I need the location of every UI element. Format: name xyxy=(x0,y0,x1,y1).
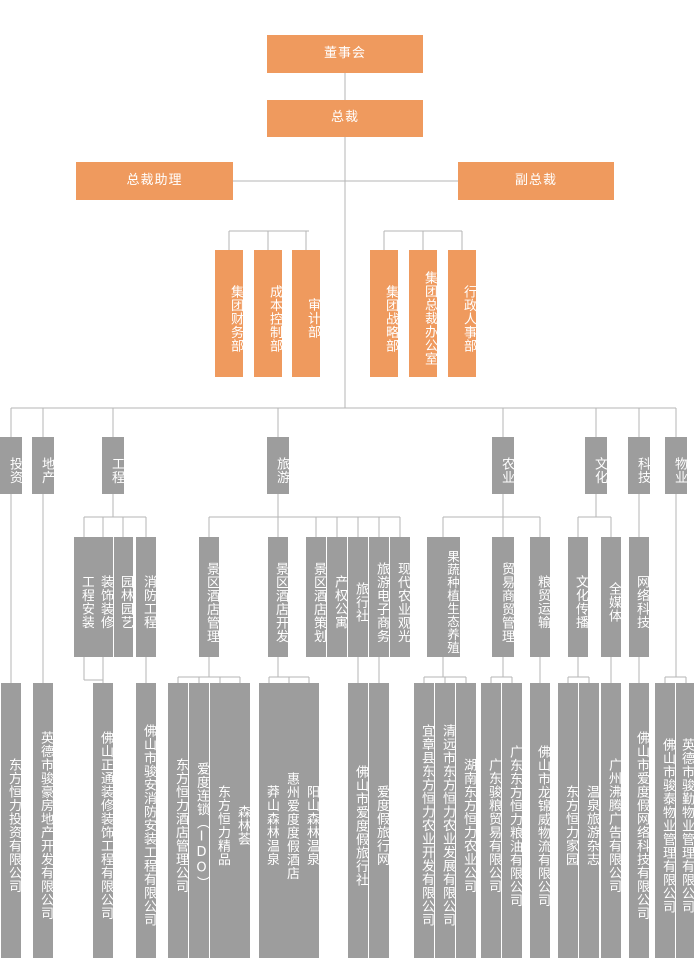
vice-president-box: 副总裁 xyxy=(458,162,614,200)
assistant-box: 总裁助理 xyxy=(76,162,233,200)
company-travel-web: 爱度假旅行网 xyxy=(369,683,389,958)
company-property-mgmt-2: 英德市骏勤物业管理有限公司 xyxy=(676,683,694,958)
company-fire: 佛山市骏安消防安装工程有限公司 xyxy=(136,683,156,958)
unit-grain-transport: 粮贸运输 xyxy=(530,537,550,657)
company-hotel-management: 东方恒力酒店管理公司 xyxy=(168,683,188,958)
president-box: 总裁 xyxy=(267,100,423,137)
unit-resort-development: 景区酒店开发 xyxy=(268,537,288,657)
unit-resort-management: 景区酒店管理 xyxy=(199,537,219,657)
dept-president-office: 集团总裁办公室 xyxy=(409,250,437,377)
dept-hr-admin: 行政人事部 xyxy=(448,250,476,377)
sector-culture: 文化 xyxy=(585,437,607,494)
unit-apartments: 产权公寓 xyxy=(327,537,347,657)
company-property-mgmt-1: 佛山市骏泰物业管理有限公司 xyxy=(655,683,675,958)
unit-installation: 工程安装 xyxy=(74,537,94,657)
unit-omnimedia: 全媒体 xyxy=(601,537,621,657)
unit-agri-tourism: 现代农业观光 xyxy=(390,537,410,657)
unit-decoration: 装饰装修 xyxy=(94,537,113,657)
company-real-estate: 英德市骏豪房地产开发有限公司 xyxy=(33,683,53,958)
sector-property: 地产 xyxy=(32,437,54,494)
unit-travel-agency: 旅行社 xyxy=(348,537,368,657)
dept-audit: 审计部 xyxy=(292,250,320,377)
sector-engineering: 工程 xyxy=(102,437,124,494)
unit-media-communication: 文化传播 xyxy=(568,537,588,657)
company-network-tech: 佛山市爱度假网络科技有限公司 xyxy=(629,683,649,958)
sector-property-management: 物业 xyxy=(665,437,687,494)
sector-investment: 投资 xyxy=(0,437,22,494)
sector-agriculture: 农业 xyxy=(492,437,514,494)
company-qingyuan-agri: 清远市东方恒力农业发展有限公司 xyxy=(435,683,455,958)
dept-strategy: 集团战略部 xyxy=(370,250,398,377)
company-boutique: 东方恒力精品 xyxy=(210,683,230,958)
company-advertising: 广州沸腾广告有限公司 xyxy=(601,683,621,958)
company-investment: 东方恒力投资有限公司 xyxy=(1,683,21,958)
unit-travel-ecommerce: 旅游电子商务 xyxy=(369,537,389,657)
company-yizhang-agri: 宜章县东方恒力农业开发有限公司 xyxy=(414,683,434,958)
company-spring-magazine: 温泉旅游杂志 xyxy=(579,683,599,958)
company-mangshan-spring: 莽山森林温泉 xyxy=(259,683,279,958)
company-yangshan-spring: 阳山森林温泉 xyxy=(299,683,319,958)
company-huizhou-resort: 惠州爱度度假酒店 xyxy=(279,683,299,958)
company-grain-oil: 广东东方恒力粮油有限公司 xyxy=(502,683,522,958)
unit-fire-engineering: 消防工程 xyxy=(136,537,156,657)
company-hunan-agri: 湖南东方恒力农业公司 xyxy=(456,683,476,958)
unit-landscaping: 园林园艺 xyxy=(114,537,133,657)
dept-cost-control: 成本控制部 xyxy=(254,250,282,377)
company-ido: 爱度连锁（IDO） xyxy=(189,683,209,958)
unit-farming: 果蔬种植生态养殖 xyxy=(427,537,460,657)
company-decoration: 佛山正通装修装饰工程有限公司 xyxy=(93,683,113,958)
sector-technology: 科技 xyxy=(628,437,650,494)
sector-tourism: 旅游 xyxy=(267,437,289,494)
company-forest: 森林荟 xyxy=(230,683,250,958)
company-travel-agency: 佛山市爱度假旅行社 xyxy=(348,683,368,958)
unit-trade: 贸易商贸管理 xyxy=(492,537,514,657)
board-box: 董事会 xyxy=(267,35,423,73)
company-homeland: 东方恒力家园 xyxy=(558,683,578,958)
dept-finance: 集团财务部 xyxy=(215,250,243,377)
unit-network-tech: 网络科技 xyxy=(629,537,649,657)
unit-resort-planning: 景区酒店策划 xyxy=(306,537,326,657)
company-grain-trade: 广东骏粮贸易有限公司 xyxy=(481,683,501,958)
company-logistics: 佛山市龙锦威物流有限公司 xyxy=(530,683,550,958)
